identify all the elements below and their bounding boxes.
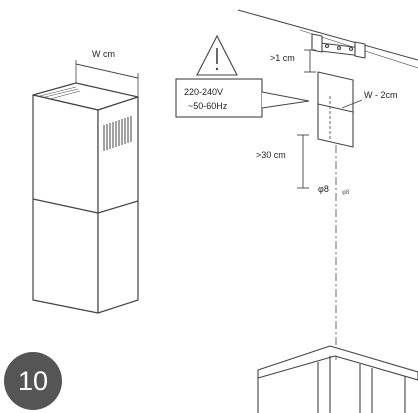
ceiling-line <box>237 9 418 61</box>
screw-mark-small-label: φ8 <box>342 190 350 196</box>
width-dimension-line <box>75 63 139 79</box>
bracket-hole <box>324 43 330 49</box>
bracket-hole <box>348 46 354 52</box>
width-label: W cm <box>92 49 115 59</box>
hood-segment-seam <box>32 198 139 214</box>
ceiling-mount-assembly <box>237 9 418 148</box>
bracket-flange-left <box>311 33 323 53</box>
screw-mark-label: φ8 <box>318 184 329 194</box>
inner-width-dimension <box>317 99 363 113</box>
inner-width-line <box>317 103 354 113</box>
cabinet-top-surface <box>257 345 418 381</box>
callout-pointer <box>261 91 310 109</box>
step-number-badge: 10 <box>4 352 62 410</box>
bracket-hole <box>336 45 342 51</box>
vent-grille <box>103 116 132 151</box>
voltage-text: 220-240V <box>184 87 223 97</box>
warning-callout <box>175 34 310 118</box>
inner-width-label: W - 2cm <box>364 90 398 100</box>
gap-top-dimension <box>304 49 316 73</box>
hood-side-face <box>97 96 139 314</box>
hood-top-shade-3 <box>49 90 81 100</box>
exclamation-dot <box>215 67 219 71</box>
hood-front-face <box>32 94 99 314</box>
chimney-hood-illustration <box>32 60 139 314</box>
gap-bottom-dimension <box>297 134 309 189</box>
voltage-box <box>175 78 263 118</box>
bracket-flange-right <box>354 41 366 59</box>
inner-width-leader <box>341 99 363 109</box>
hood-top-shade-1 <box>39 86 77 97</box>
wall-template <box>317 71 354 148</box>
frequency-text: ~50-60Hz <box>188 101 228 111</box>
hood-top-shade-2 <box>44 88 79 98</box>
gap-bottom-label: >30 cm <box>256 150 286 160</box>
kitchen-cabinets <box>257 345 418 413</box>
gap-top-label: >1 cm <box>270 53 295 63</box>
